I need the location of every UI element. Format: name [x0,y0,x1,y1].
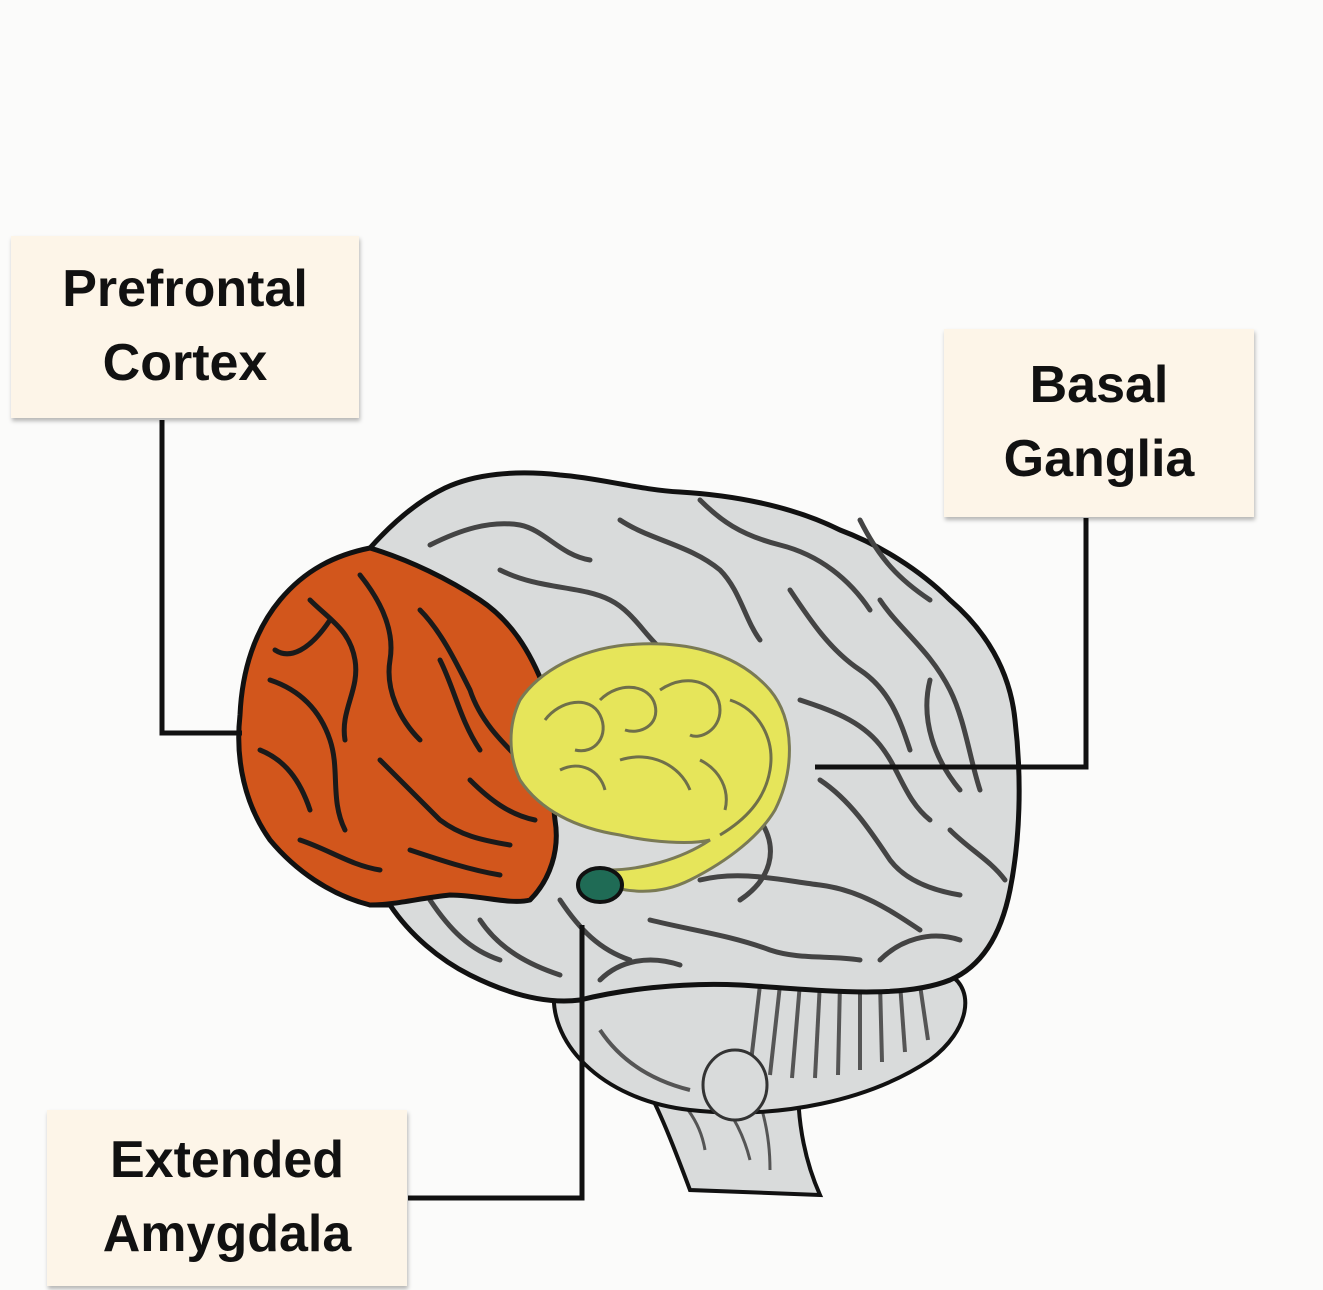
prefrontal-cortex-label: Prefrontal Cortex [11,236,359,418]
basal-ganglia-label-line2: Ganglia [1004,423,1195,497]
prefrontal-cortex-label-line1: Prefrontal [62,253,308,327]
extended-amygdala-label-line2: Amygdala [103,1198,352,1272]
extended-amygdala-region [578,868,622,902]
extended-amygdala-label: Extended Amygdala [47,1110,407,1286]
basal-ganglia-label-line1: Basal [1030,349,1169,423]
extended-amygdala-label-line1: Extended [110,1124,344,1198]
prefrontal-cortex-leader-line [162,420,242,733]
prefrontal-cortex-label-line2: Cortex [103,327,268,401]
pons [703,1050,767,1120]
basal-ganglia-label: Basal Ganglia [944,329,1254,517]
